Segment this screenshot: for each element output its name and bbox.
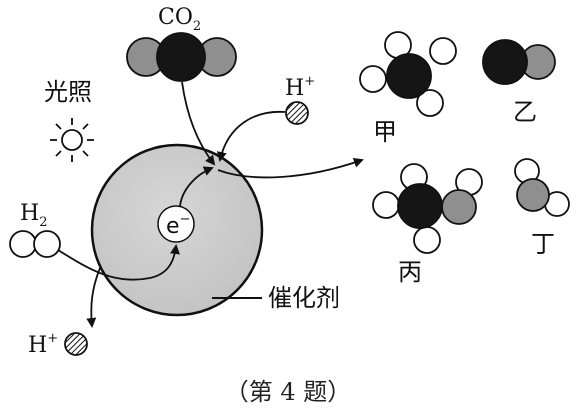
light-label: 光照 [44, 78, 92, 106]
h2-subscript: 2 [39, 215, 47, 230]
product-ding-label: 丁 [531, 230, 555, 258]
product-ding-molecule [514, 158, 570, 217]
h2-molecule [9, 230, 61, 258]
electron-label: e [166, 214, 180, 239]
svg-text:H+: H+ [28, 331, 58, 358]
arrow-h2-to-electron [57, 244, 180, 281]
arrow-to-products [217, 157, 364, 179]
proton-top-charge: + [304, 74, 315, 89]
co2-subscript: 2 [193, 19, 201, 34]
product-yi-molecule [482, 39, 556, 85]
arrow-electron-up [179, 166, 214, 207]
arrow-co2-down [181, 81, 216, 166]
proton-top-label: H [285, 76, 304, 101]
proton-bottom-dot [64, 332, 88, 356]
svg-text:e−: e− [166, 212, 190, 239]
arrow-proton-to-site [216, 111, 286, 162]
co2-label: CO [158, 5, 193, 30]
svg-text:H+: H+ [285, 74, 315, 101]
sun-icon [50, 118, 94, 162]
product-bing-label: 丙 [398, 258, 422, 286]
product-jia-label: 甲 [373, 118, 397, 146]
proton-top-dot [285, 101, 309, 125]
figure-caption: （第 4 题） [224, 378, 352, 406]
product-jia-molecule [359, 31, 457, 117]
arrow-h2-to-proton [86, 267, 101, 328]
electron-charge: − [180, 212, 191, 227]
h2-label: H [20, 201, 39, 226]
proton-bottom-charge: + [47, 331, 58, 346]
product-yi-label: 乙 [513, 98, 537, 126]
svg-text:CO2: CO2 [158, 5, 201, 34]
proton-bottom-label: H [28, 333, 47, 358]
svg-text:H2: H2 [20, 201, 47, 230]
reaction-arrows [57, 81, 364, 328]
product-bing-molecule [372, 163, 483, 254]
catalyst-label: 催化剂 [268, 284, 340, 312]
electron-dot [157, 205, 195, 243]
co2-molecule [126, 32, 237, 82]
